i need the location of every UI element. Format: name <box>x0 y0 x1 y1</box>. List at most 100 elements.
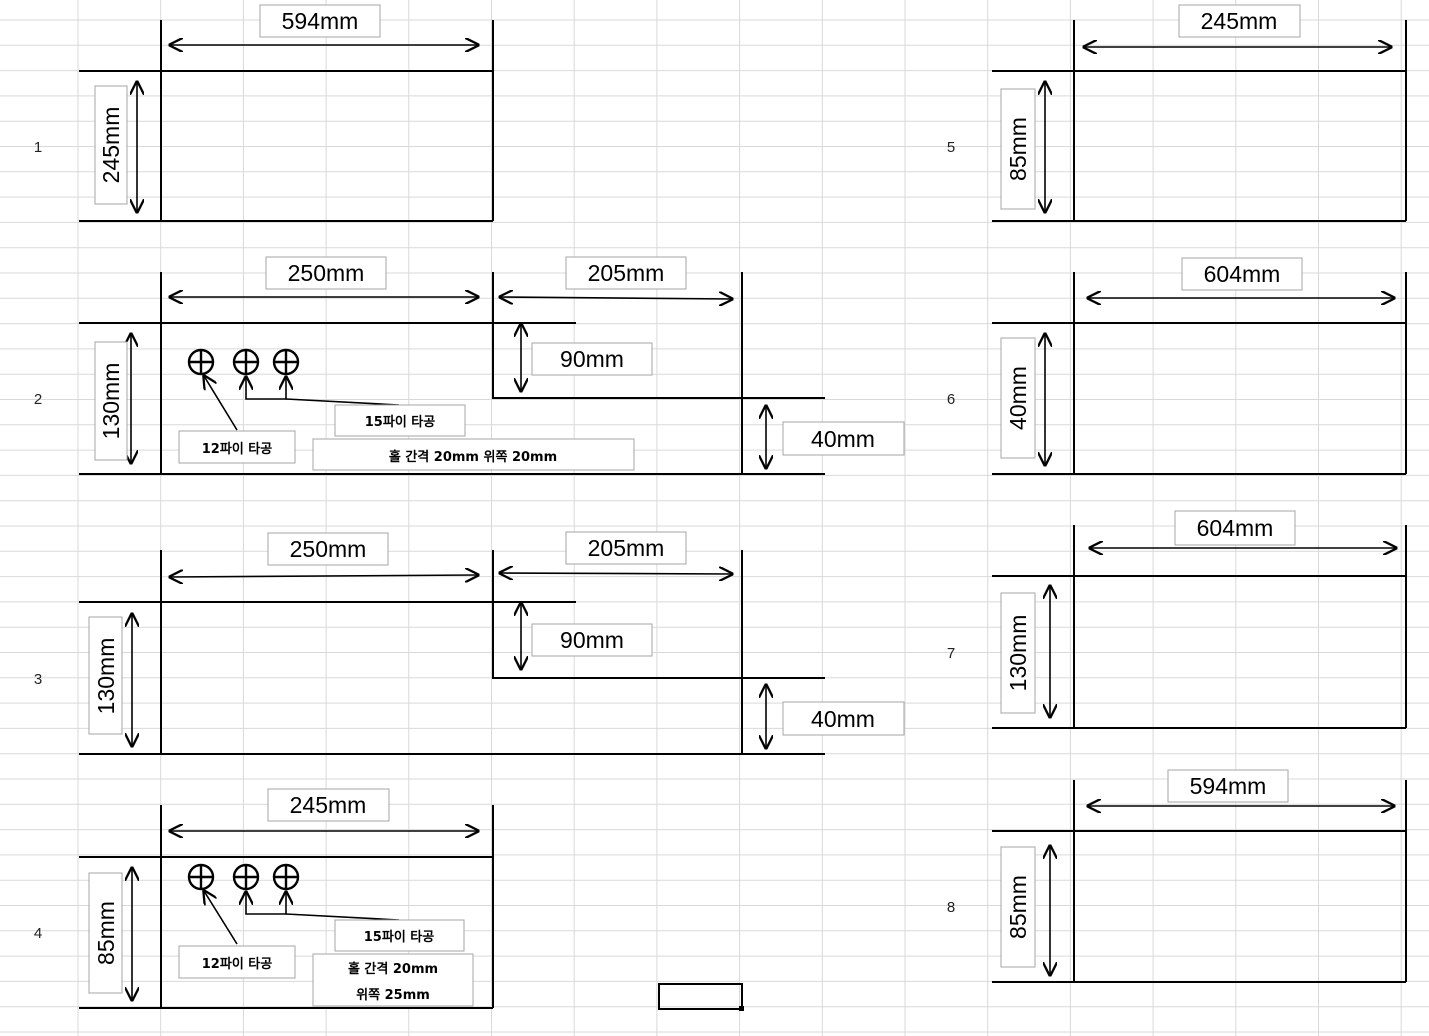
row-label-5: 5 <box>947 139 955 156</box>
part-2-height-label: 130mm <box>98 363 124 440</box>
part-5-width-box <box>1178 4 1301 38</box>
part-4-note-spacing-line2: 위쪽 25mm <box>356 988 430 1003</box>
part-7-width-label: 604mm <box>1197 515 1274 541</box>
part-1-width-label: 594mm <box>282 8 359 34</box>
part-1-outline <box>79 20 494 222</box>
part-3-width2-box <box>565 531 687 565</box>
part-8-height-box <box>1000 846 1036 968</box>
part-2-note-spacing: 홀 간격 20mm 위쪽 20mm <box>389 449 557 465</box>
part-2: 250mm 205mm 130mm 90mm 40mm <box>79 256 905 475</box>
part-3-width2-arrow <box>500 573 732 574</box>
part-6-height-label: 40mm <box>1005 366 1031 430</box>
part-6-outline <box>992 272 1407 475</box>
part-2-step1-box <box>531 342 653 376</box>
row-label-8: 8 <box>947 899 955 916</box>
part-1-width-box <box>259 4 381 38</box>
part-4: 245mm 85mm 12파이 타공 15파이 타공 홀 간격 <box>79 788 494 1009</box>
part-4-height-box <box>88 872 123 994</box>
row-label-3: 3 <box>34 671 42 688</box>
leader-arrow-12 <box>204 376 238 431</box>
row-labels: 1 2 3 4 5 6 7 8 <box>34 139 955 942</box>
hole-15-icon <box>232 348 260 376</box>
part-3-width2-label: 205mm <box>588 535 665 561</box>
part-7-width-box <box>1174 510 1296 546</box>
part-4-note-hole15-box <box>334 919 465 952</box>
part-4-note-spacing-line1: 홀 간격 20mm <box>348 961 438 977</box>
part-8-width-label: 594mm <box>1190 773 1267 799</box>
part-2-width-label: 250mm <box>288 260 365 286</box>
part-7-outline <box>992 525 1407 729</box>
part-8-width-box <box>1167 769 1289 803</box>
part-4-note-hole15: 15파이 타공 <box>364 929 434 945</box>
hole-15-icon <box>272 348 300 376</box>
part-4-height-label: 85mm <box>93 901 119 965</box>
row-label-7: 7 <box>947 645 955 662</box>
part-3-width-arrow <box>170 575 478 577</box>
part-2-outline <box>79 272 825 475</box>
part-2-note-hole15: 15파이 타공 <box>365 414 435 430</box>
part-2-width2-arrow <box>500 297 732 299</box>
part-3-step2-box <box>782 701 905 736</box>
row-label-2: 2 <box>34 391 42 408</box>
part-3-step1-label: 90mm <box>560 627 624 653</box>
leader-line-15 <box>285 398 400 406</box>
part-2-step1-label: 90mm <box>560 346 624 372</box>
part-6-width-label: 604mm <box>1204 261 1281 287</box>
part-3-outline <box>79 550 825 755</box>
part-7-height-label: 130mm <box>1005 615 1031 692</box>
part-2-width2-label: 205mm <box>588 260 665 286</box>
part-5-height-box <box>1000 88 1036 210</box>
selected-cell[interactable] <box>658 983 743 1010</box>
part-8-outline <box>992 780 1407 983</box>
part-4-holes <box>187 863 400 945</box>
part-1-height-label: 245mm <box>98 107 124 184</box>
part-5-width-label: 245mm <box>1201 8 1278 34</box>
part-2-holes <box>187 348 400 431</box>
part-2-width2-box <box>565 256 687 290</box>
hole-15-icon <box>232 863 260 891</box>
part-3-step2-label: 40mm <box>811 706 875 732</box>
part-5: 245mm 85mm <box>992 4 1407 222</box>
leader-bracket-15 <box>246 892 286 915</box>
part-8: 594mm 85mm <box>992 769 1407 983</box>
part-4-outline <box>79 805 494 1009</box>
leader-bracket-15 <box>246 377 286 400</box>
part-5-height-label: 85mm <box>1005 117 1031 181</box>
fill-handle[interactable] <box>739 1006 744 1011</box>
part-2-note-hole15-box <box>334 404 466 437</box>
part-2-width-box <box>265 256 387 290</box>
part-1-height-box <box>94 85 128 205</box>
part-6: 604mm 40mm <box>992 257 1407 475</box>
part-2-note-hole12-box <box>178 430 296 464</box>
hole-12-icon <box>187 348 215 376</box>
part-4-width-box <box>267 788 390 822</box>
part-3-width-box <box>267 532 389 566</box>
part-8-height-label: 85mm <box>1005 875 1031 939</box>
hole-12-icon <box>187 863 215 891</box>
hole-15-icon <box>272 863 300 891</box>
part-1: 594mm 245mm <box>79 4 494 222</box>
part-7: 604mm 130mm <box>992 510 1407 729</box>
part-3-width-label: 250mm <box>290 536 367 562</box>
leader-arrow-12 <box>204 891 238 945</box>
part-6-height-box <box>1000 337 1036 459</box>
part-3-height-box <box>88 616 123 735</box>
part-2-note-hole12: 12파이 타공 <box>202 441 272 457</box>
row-label-4: 4 <box>34 925 42 942</box>
part-4-width-label: 245mm <box>290 792 367 818</box>
part-6-width-box <box>1181 257 1303 291</box>
part-5-outline <box>992 20 1407 222</box>
part-4-note-hole12-box <box>178 945 296 979</box>
part-2-height-box <box>94 341 128 461</box>
part-7-height-box <box>1000 592 1036 714</box>
part-3-step1-box <box>531 623 653 657</box>
row-label-6: 6 <box>947 391 955 408</box>
part-3: 250mm 205mm 130mm 90mm 40mm <box>79 531 905 755</box>
part-4-note-spacing-box <box>312 953 474 1007</box>
leader-line-15 <box>285 913 400 921</box>
part-4-note-hole12: 12파이 타공 <box>202 956 272 972</box>
part-2-step2-label: 40mm <box>811 426 875 452</box>
part-3-height-label: 130mm <box>93 638 119 715</box>
